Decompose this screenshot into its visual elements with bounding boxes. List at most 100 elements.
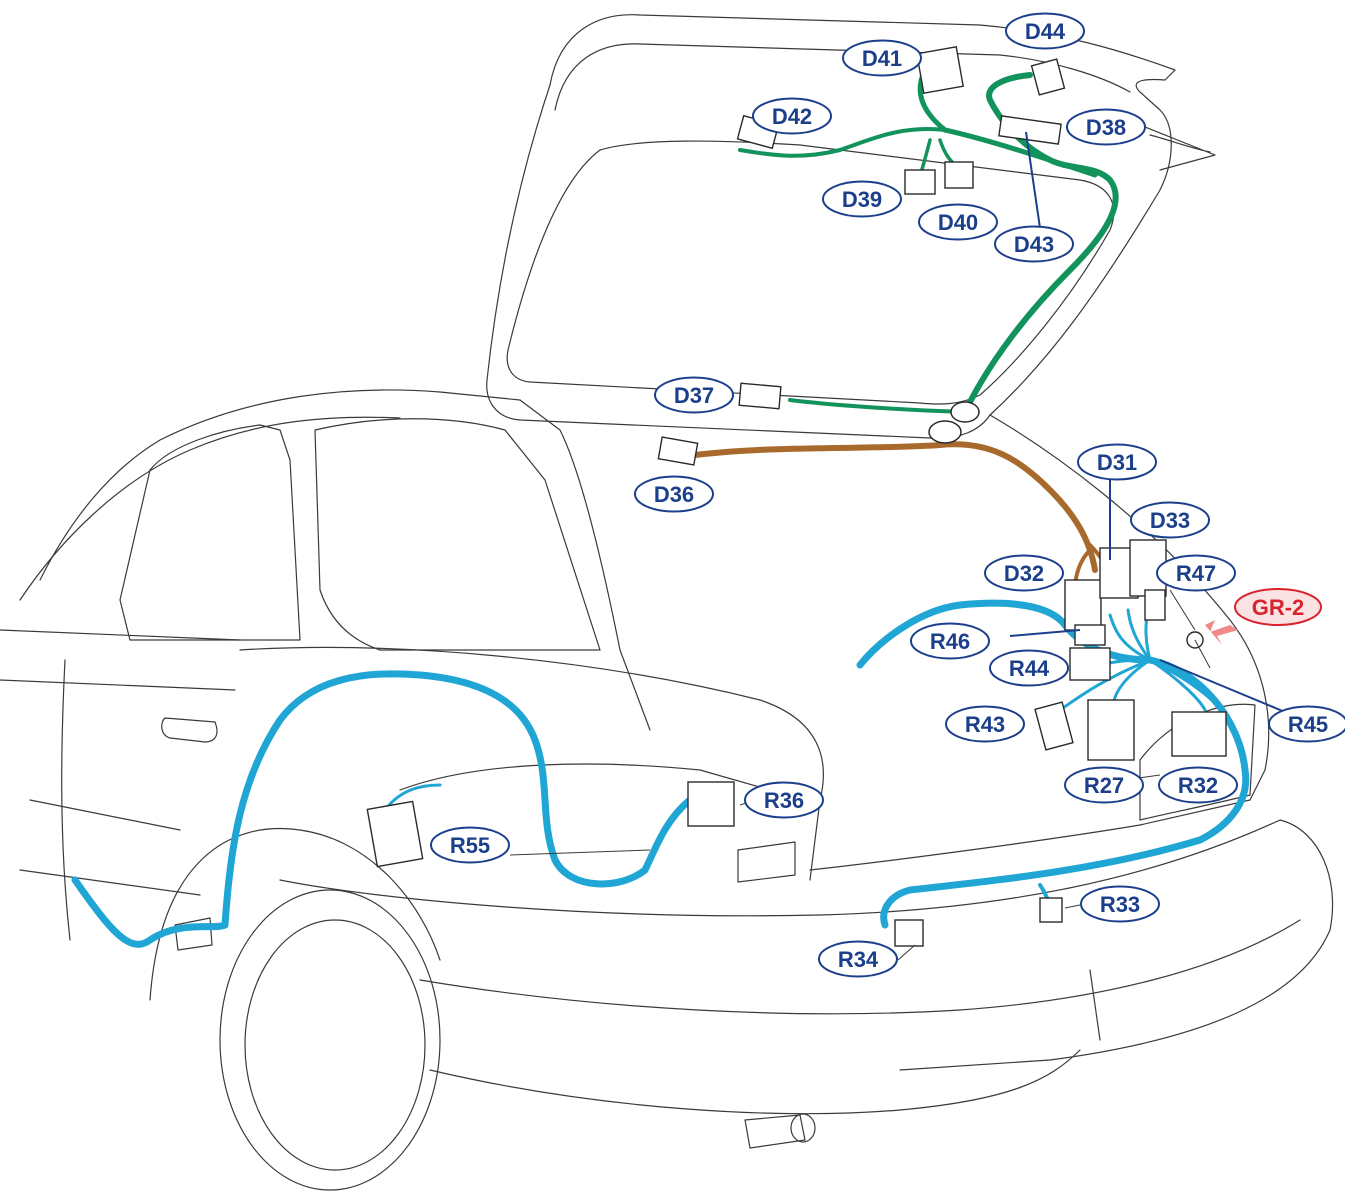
wheel-arch — [149, 827, 441, 1001]
bumper-lower — [419, 919, 1301, 1015]
tailgate-grommet — [950, 401, 980, 423]
callout-label: R46 — [930, 629, 970, 654]
tailgate-outline — [486, 14, 1176, 439]
tailgate-harness-left-branch — [917, 67, 1098, 178]
plate-area-bumper — [1089, 969, 1101, 1041]
callout-r33: R33 — [1080, 885, 1160, 923]
side-window-rear — [314, 418, 601, 651]
callout-d40: D40 — [918, 203, 998, 241]
callout-label: R34 — [838, 947, 879, 972]
callout-label: GR-2 — [1252, 595, 1305, 620]
callout-bubble — [989, 649, 1069, 687]
tailgate-harness-d37-branch — [788, 398, 967, 414]
car-body-outline — [0, 14, 1334, 1191]
rear-harness-right-run — [880, 656, 1250, 929]
callout-bubble — [1234, 588, 1322, 626]
callout-label: D41 — [862, 46, 902, 71]
rear-harness-floor-run — [71, 876, 229, 948]
callout-r44: R44 — [989, 649, 1069, 687]
callout-label: D39 — [842, 187, 882, 212]
callout-r47: R47 — [1156, 554, 1236, 592]
callout-label: R32 — [1178, 773, 1218, 798]
callout-bubble — [818, 940, 898, 978]
rear-tire-inner — [244, 919, 426, 1171]
leader-r34 — [897, 944, 916, 961]
connector-d44 — [1030, 58, 1066, 96]
callout-bubble — [1066, 108, 1146, 146]
bumper — [279, 819, 1334, 1071]
tailgate-harness-trunk — [962, 72, 1119, 415]
callout-bubble — [910, 622, 990, 660]
leader-lines — [509, 131, 1286, 961]
callout-label: D42 — [772, 104, 812, 129]
callout-bubble — [1005, 12, 1085, 50]
callout-r36: R36 — [744, 781, 824, 819]
tailgate-spoiler — [1139, 124, 1216, 171]
connectors — [366, 46, 1227, 947]
connector-d40 — [944, 161, 974, 189]
callout-bubble — [752, 97, 832, 135]
tailgate-inner-edge — [554, 43, 1131, 111]
callout-bubble — [945, 705, 1025, 743]
callout-bubble — [744, 781, 824, 819]
callout-d38: D38 — [1066, 108, 1146, 146]
callout-d31: D31 — [1077, 443, 1157, 481]
callout-r46: R46 — [910, 622, 990, 660]
connector-d39 — [904, 169, 936, 195]
roof-line-2 — [19, 416, 401, 601]
connector-r34 — [894, 919, 924, 947]
callout-label: D32 — [1004, 561, 1044, 586]
ground-arrow-icon — [1205, 620, 1238, 645]
callout-bubble — [1077, 443, 1157, 481]
callout-d33: D33 — [1130, 501, 1210, 539]
callout-label: R36 — [764, 788, 804, 813]
roof-line — [39, 389, 521, 581]
tailgate-harness-d42-branch — [738, 127, 947, 158]
fuel-door — [174, 917, 213, 951]
connector-r33 — [1039, 897, 1063, 923]
rear-quarter — [239, 646, 824, 881]
connector-d41 — [916, 46, 964, 94]
callout-bubble — [918, 203, 998, 241]
callout-r34: R34 — [818, 940, 898, 978]
callout-d36: D36 — [634, 475, 714, 513]
callout-d37: D37 — [654, 376, 734, 414]
side-window-front — [119, 424, 301, 641]
callout-label: R45 — [1288, 712, 1328, 737]
callout-label: R27 — [1084, 773, 1124, 798]
connector-r46 — [1074, 624, 1106, 646]
connector-r44 — [1069, 647, 1111, 681]
connector-d37 — [738, 382, 782, 410]
connector-r36 — [687, 781, 735, 827]
side-crease — [0, 629, 241, 896]
leader-r47 — [1169, 589, 1196, 631]
callout-label: D37 — [674, 383, 714, 408]
leader-r55 — [509, 849, 651, 856]
callout-bubble — [822, 180, 902, 218]
door-edge — [61, 659, 71, 941]
callout-bubble — [1268, 705, 1345, 743]
callout-r27: R27 — [1064, 766, 1144, 804]
callout-label: D38 — [1086, 115, 1126, 140]
roof-grommet — [928, 420, 962, 444]
callout-label: D43 — [1014, 232, 1054, 257]
leader-d43 — [1025, 131, 1041, 229]
callout-r45: R45 — [1268, 705, 1345, 743]
callout-r32: R32 — [1158, 766, 1238, 804]
callout-d44: D44 — [1005, 12, 1085, 50]
callout-d42: D42 — [752, 97, 832, 135]
callout-label: R55 — [450, 833, 490, 858]
tailgate-window — [506, 140, 1115, 405]
callout-bubble — [1158, 766, 1238, 804]
connector-d32 — [1064, 579, 1102, 631]
callout-bubble — [1156, 554, 1236, 592]
callout-bubble — [634, 475, 714, 513]
callout-d39: D39 — [822, 180, 902, 218]
callout-label: R47 — [1176, 561, 1216, 586]
callout-label: D33 — [1150, 508, 1190, 533]
ground-terminal-gr2 — [1186, 631, 1211, 669]
exhaust-pipe — [744, 1113, 816, 1149]
